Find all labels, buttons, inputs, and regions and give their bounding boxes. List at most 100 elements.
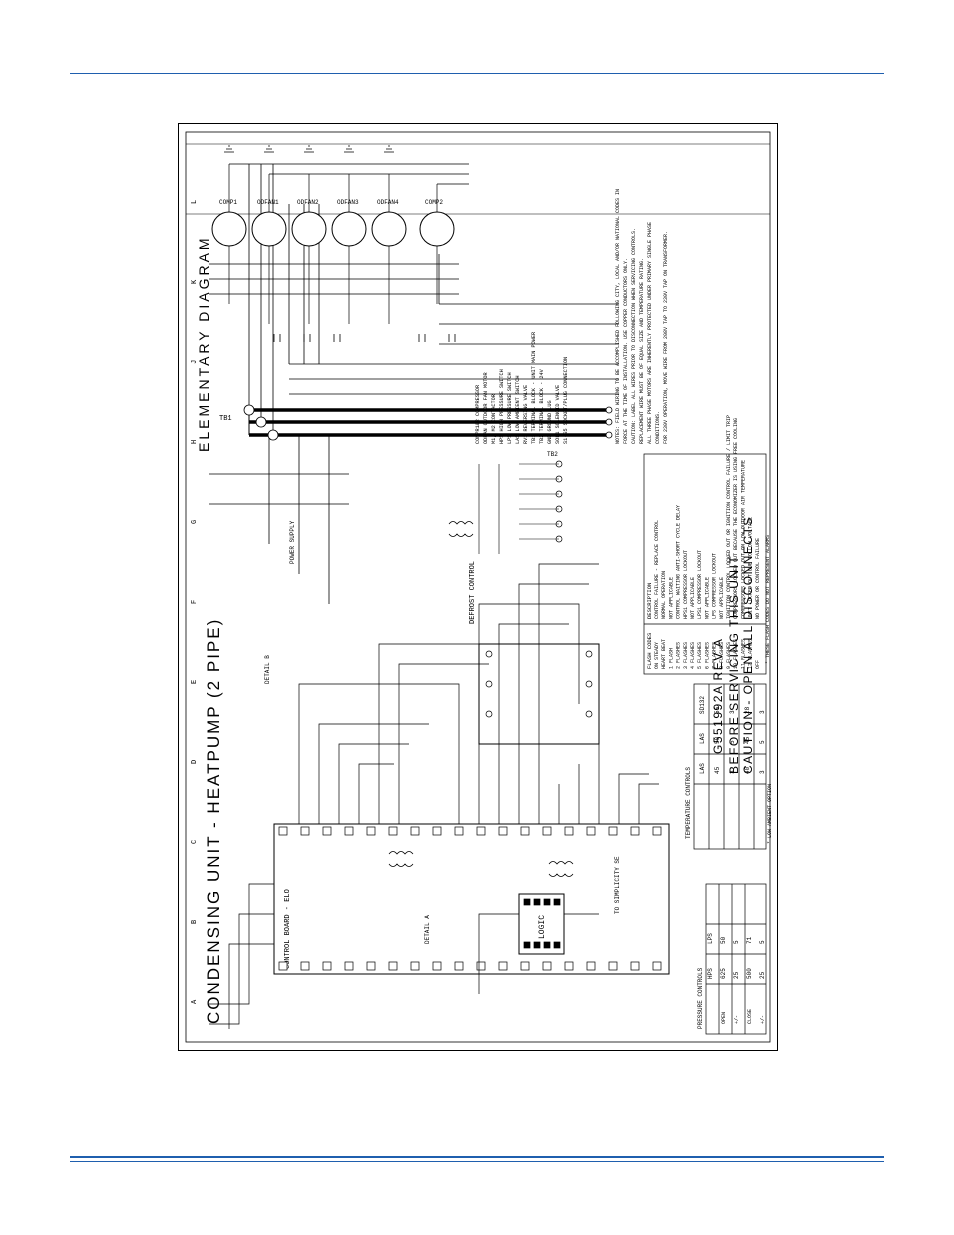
control-board-terminal: [520, 826, 530, 836]
flash-description: NOT APPLICABLE: [704, 577, 710, 619]
column-letter: B: [191, 920, 199, 924]
tb1-label: TB1: [219, 415, 232, 423]
tb1-terminals: [243, 404, 613, 441]
control-board-terminal: [300, 961, 310, 971]
svg-text:TO SIMPLICITY SE: TO SIMPLICITY SE: [614, 856, 621, 914]
caution-line-2: BEFORE SERVICING THIS UNIT: [727, 555, 741, 774]
temperature-controls-table: [693, 683, 767, 850]
legend-item: LPS LOW PRESSURE SWITCH: [507, 372, 513, 444]
flash-code: 5 FLASHES: [697, 642, 703, 669]
pressure-cell: 50: [720, 936, 727, 944]
control-board-terminal: [476, 826, 486, 836]
flash-description: NO POWER OR CONTROL FAILURE: [755, 538, 761, 619]
flash-description: COMPRESSORS LOCKED OUT ON LOW OUTDOOR AI…: [740, 460, 746, 619]
pressure-cell: HPS: [707, 968, 714, 979]
flash-description: CONTROL FAILURE - REPLACE CONTROL: [654, 520, 660, 619]
pressure-cell: 25: [733, 971, 740, 979]
control-board-terminal: [498, 961, 508, 971]
logic-inputs: [523, 898, 561, 949]
motor-labels: COMP1 ODFAN1 ODFAN2 ODFAN3 ODFAN4 COMP2: [219, 199, 443, 206]
power-bus-bars: [248, 408, 609, 437]
control-wiring: [209, 563, 659, 1029]
svg-text:COMP1: COMP1: [219, 199, 237, 206]
subtitle: CONDENSING UNIT - HEATPUMP (2 PIPE): [204, 618, 223, 1024]
flash-description: COMPRESSORS LOCKED OUT BECAUSE THE ECONO…: [733, 418, 739, 619]
temperature-cell: 40: [744, 766, 751, 774]
control-board-terminal: [630, 826, 640, 836]
note-line: FORCE AT THE TIME OF INSTALLATION. USE C…: [623, 258, 629, 444]
footer-rule-thick: [70, 1156, 884, 1158]
flash-description: NOT APPLICABLE: [690, 577, 696, 619]
control-board-terminal: [410, 961, 420, 971]
temperature-cell: 3: [729, 710, 736, 714]
flash-codes-header: DESCRIPTION: [646, 583, 653, 619]
control-board-label: CONTROL BOARD - ELO: [284, 889, 292, 969]
transformers: [388, 521, 574, 877]
motor-leads: [209, 163, 469, 324]
legend-item: SOL1 SOLENOID VALVE: [555, 385, 561, 444]
temperature-cell: LAS: [699, 733, 706, 744]
flash-code: 9 FLASHES: [726, 642, 732, 669]
temperature-cell: LAS: [699, 763, 706, 774]
tb2-label: TB2: [547, 451, 558, 458]
control-board-terminal: [388, 961, 398, 971]
defrost-control-label: DEFROST CONTROL: [469, 561, 477, 624]
flash-description: LPS1 COMPRESSOR LOCKOUT: [697, 550, 703, 619]
column-letter: A: [191, 999, 199, 1004]
control-board-terminal: [322, 826, 332, 836]
flash-code: 7 FLASHES: [712, 642, 718, 669]
flash-description: NORMAL OPERATION: [661, 571, 667, 619]
legend-item: RV1 REVERSING VALVE: [523, 385, 529, 444]
control-board-terminal: [300, 826, 310, 836]
title-right: ELEMENTARY DIAGRAM: [196, 235, 212, 452]
note-line: CAUTION: LABEL ALL WIRES PRIOR TO DISCON…: [631, 228, 637, 444]
column-letter: F: [191, 600, 199, 604]
control-board-terminal: [366, 961, 376, 971]
pressure-controls-table: [705, 883, 767, 1035]
control-board-terminal: [652, 826, 662, 836]
comp2-motor: [419, 211, 455, 247]
temperature-cell: 5: [729, 740, 736, 744]
control-board-terminal: [564, 826, 574, 836]
legend-item: HPS HIGH PRESSURE SWITCH: [499, 369, 505, 444]
control-board-terminal: [586, 826, 596, 836]
legend-item: COMPR1&2 COMPRESSOR: [475, 385, 481, 444]
pressure-cell: 5: [733, 940, 740, 944]
column-letter: E: [191, 680, 199, 684]
odfan1-motor: [251, 211, 287, 247]
control-board-terminal: [278, 961, 288, 971]
control-board-terminal: [410, 826, 420, 836]
control-board-terminal: [542, 961, 552, 971]
control-board-terminal: [542, 826, 552, 836]
temperature-cell: 3: [759, 710, 766, 714]
control-board-terminal: [278, 826, 288, 836]
temperature-cell: 3: [759, 770, 766, 774]
main-power-wiring: [209, 164, 619, 604]
flash-code: 10 FLASHES: [733, 639, 739, 669]
drawing-number: G551992A REV A: [711, 638, 725, 754]
pressure-cell: 625: [720, 968, 727, 979]
svg-text:ODFAN1: ODFAN1: [257, 199, 279, 206]
column-letter-strip: [186, 143, 770, 215]
column-letter: C: [191, 840, 199, 844]
pressure-header: +/-: [734, 1015, 740, 1024]
control-board-terminal: [344, 961, 354, 971]
control-board-terminal: [498, 826, 508, 836]
pressure-cell: 71: [746, 936, 753, 944]
control-board-terminal: [432, 826, 442, 836]
pressure-header: CLOSE: [747, 1009, 753, 1024]
control-board-terminal: [366, 826, 376, 836]
note-line: REPLACEMENT WIRE MUST BE OF EQUAL SIZE A…: [639, 258, 645, 444]
note-line: FOR 230V OPERATION, MOVE WIRE FROM 208V …: [663, 231, 669, 444]
caution-line-1: CAUTION - OPEN ALL DISCONNECTS: [741, 516, 755, 774]
flash-description: IGNITION CONTROL LOCKED OUT OR IGNITION …: [726, 415, 732, 619]
odfan3-motor: [331, 211, 367, 247]
flash-description: NOT APPLICABLE: [668, 577, 674, 619]
flash-code: 2 FLASHES: [676, 642, 682, 669]
control-board-terminal: [476, 961, 486, 971]
footer-rule-thin: [70, 1161, 884, 1162]
legend-item: LAS LOW AMBIENT SWITCH: [515, 376, 521, 445]
